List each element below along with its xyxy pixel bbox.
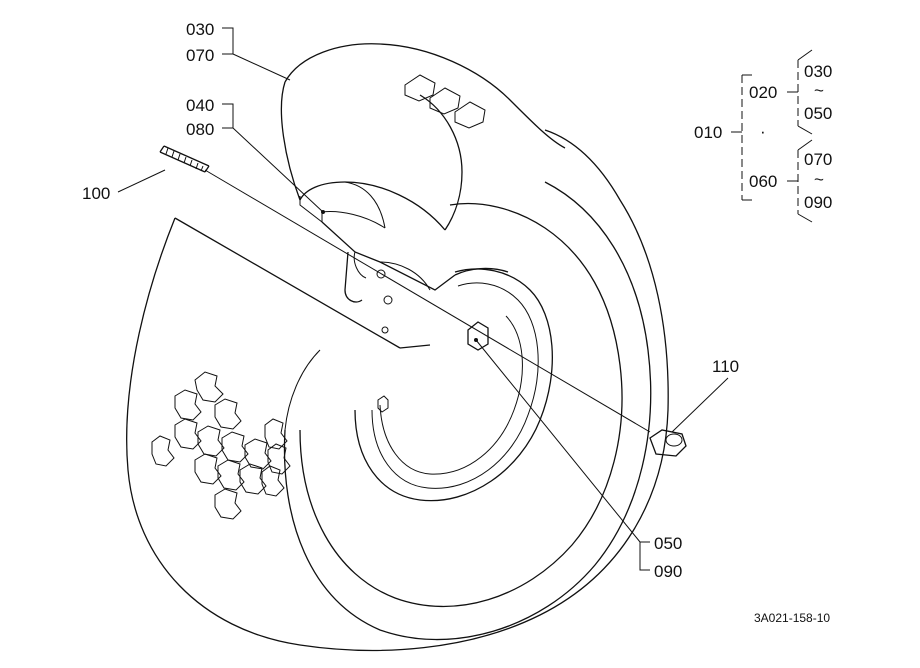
legend-050: 050 bbox=[804, 104, 832, 123]
legend-dot: · bbox=[760, 122, 766, 141]
parts-legend: 010 · 020 030 ~ 050 060 070 ~ 090 bbox=[694, 49, 832, 223]
legend-tilde-2: ~ bbox=[814, 170, 824, 189]
callout-050: 050 bbox=[654, 534, 682, 553]
legend-tilde-1: ~ bbox=[814, 81, 824, 100]
tire-half bbox=[126, 129, 669, 652]
legend-090: 090 bbox=[804, 193, 832, 212]
wheel-nut bbox=[649, 429, 687, 457]
legend-060: 060 bbox=[749, 172, 777, 191]
assembly-axis-line bbox=[204, 169, 651, 433]
tread-blocks bbox=[151, 371, 291, 520]
legend-070: 070 bbox=[804, 150, 832, 169]
callout-110: 110 bbox=[712, 357, 739, 376]
legend-020: 020 bbox=[749, 83, 777, 102]
callout-040: 040 bbox=[186, 96, 214, 115]
legend-010: 010 bbox=[694, 123, 722, 142]
stud-bolt bbox=[159, 145, 210, 173]
callout-030: 030 bbox=[186, 20, 214, 39]
callout-070: 070 bbox=[186, 46, 214, 65]
callout-090: 090 bbox=[654, 562, 682, 581]
callout-080: 080 bbox=[186, 120, 214, 139]
valve-part bbox=[377, 321, 489, 413]
leader-lines bbox=[117, 27, 729, 571]
rim-flange bbox=[321, 221, 509, 334]
callout-100: 100 bbox=[82, 184, 110, 203]
upper-tire-segment bbox=[280, 43, 566, 231]
legend-030: 030 bbox=[804, 62, 832, 81]
drawing-number: 3A021-158-10 bbox=[754, 611, 830, 625]
